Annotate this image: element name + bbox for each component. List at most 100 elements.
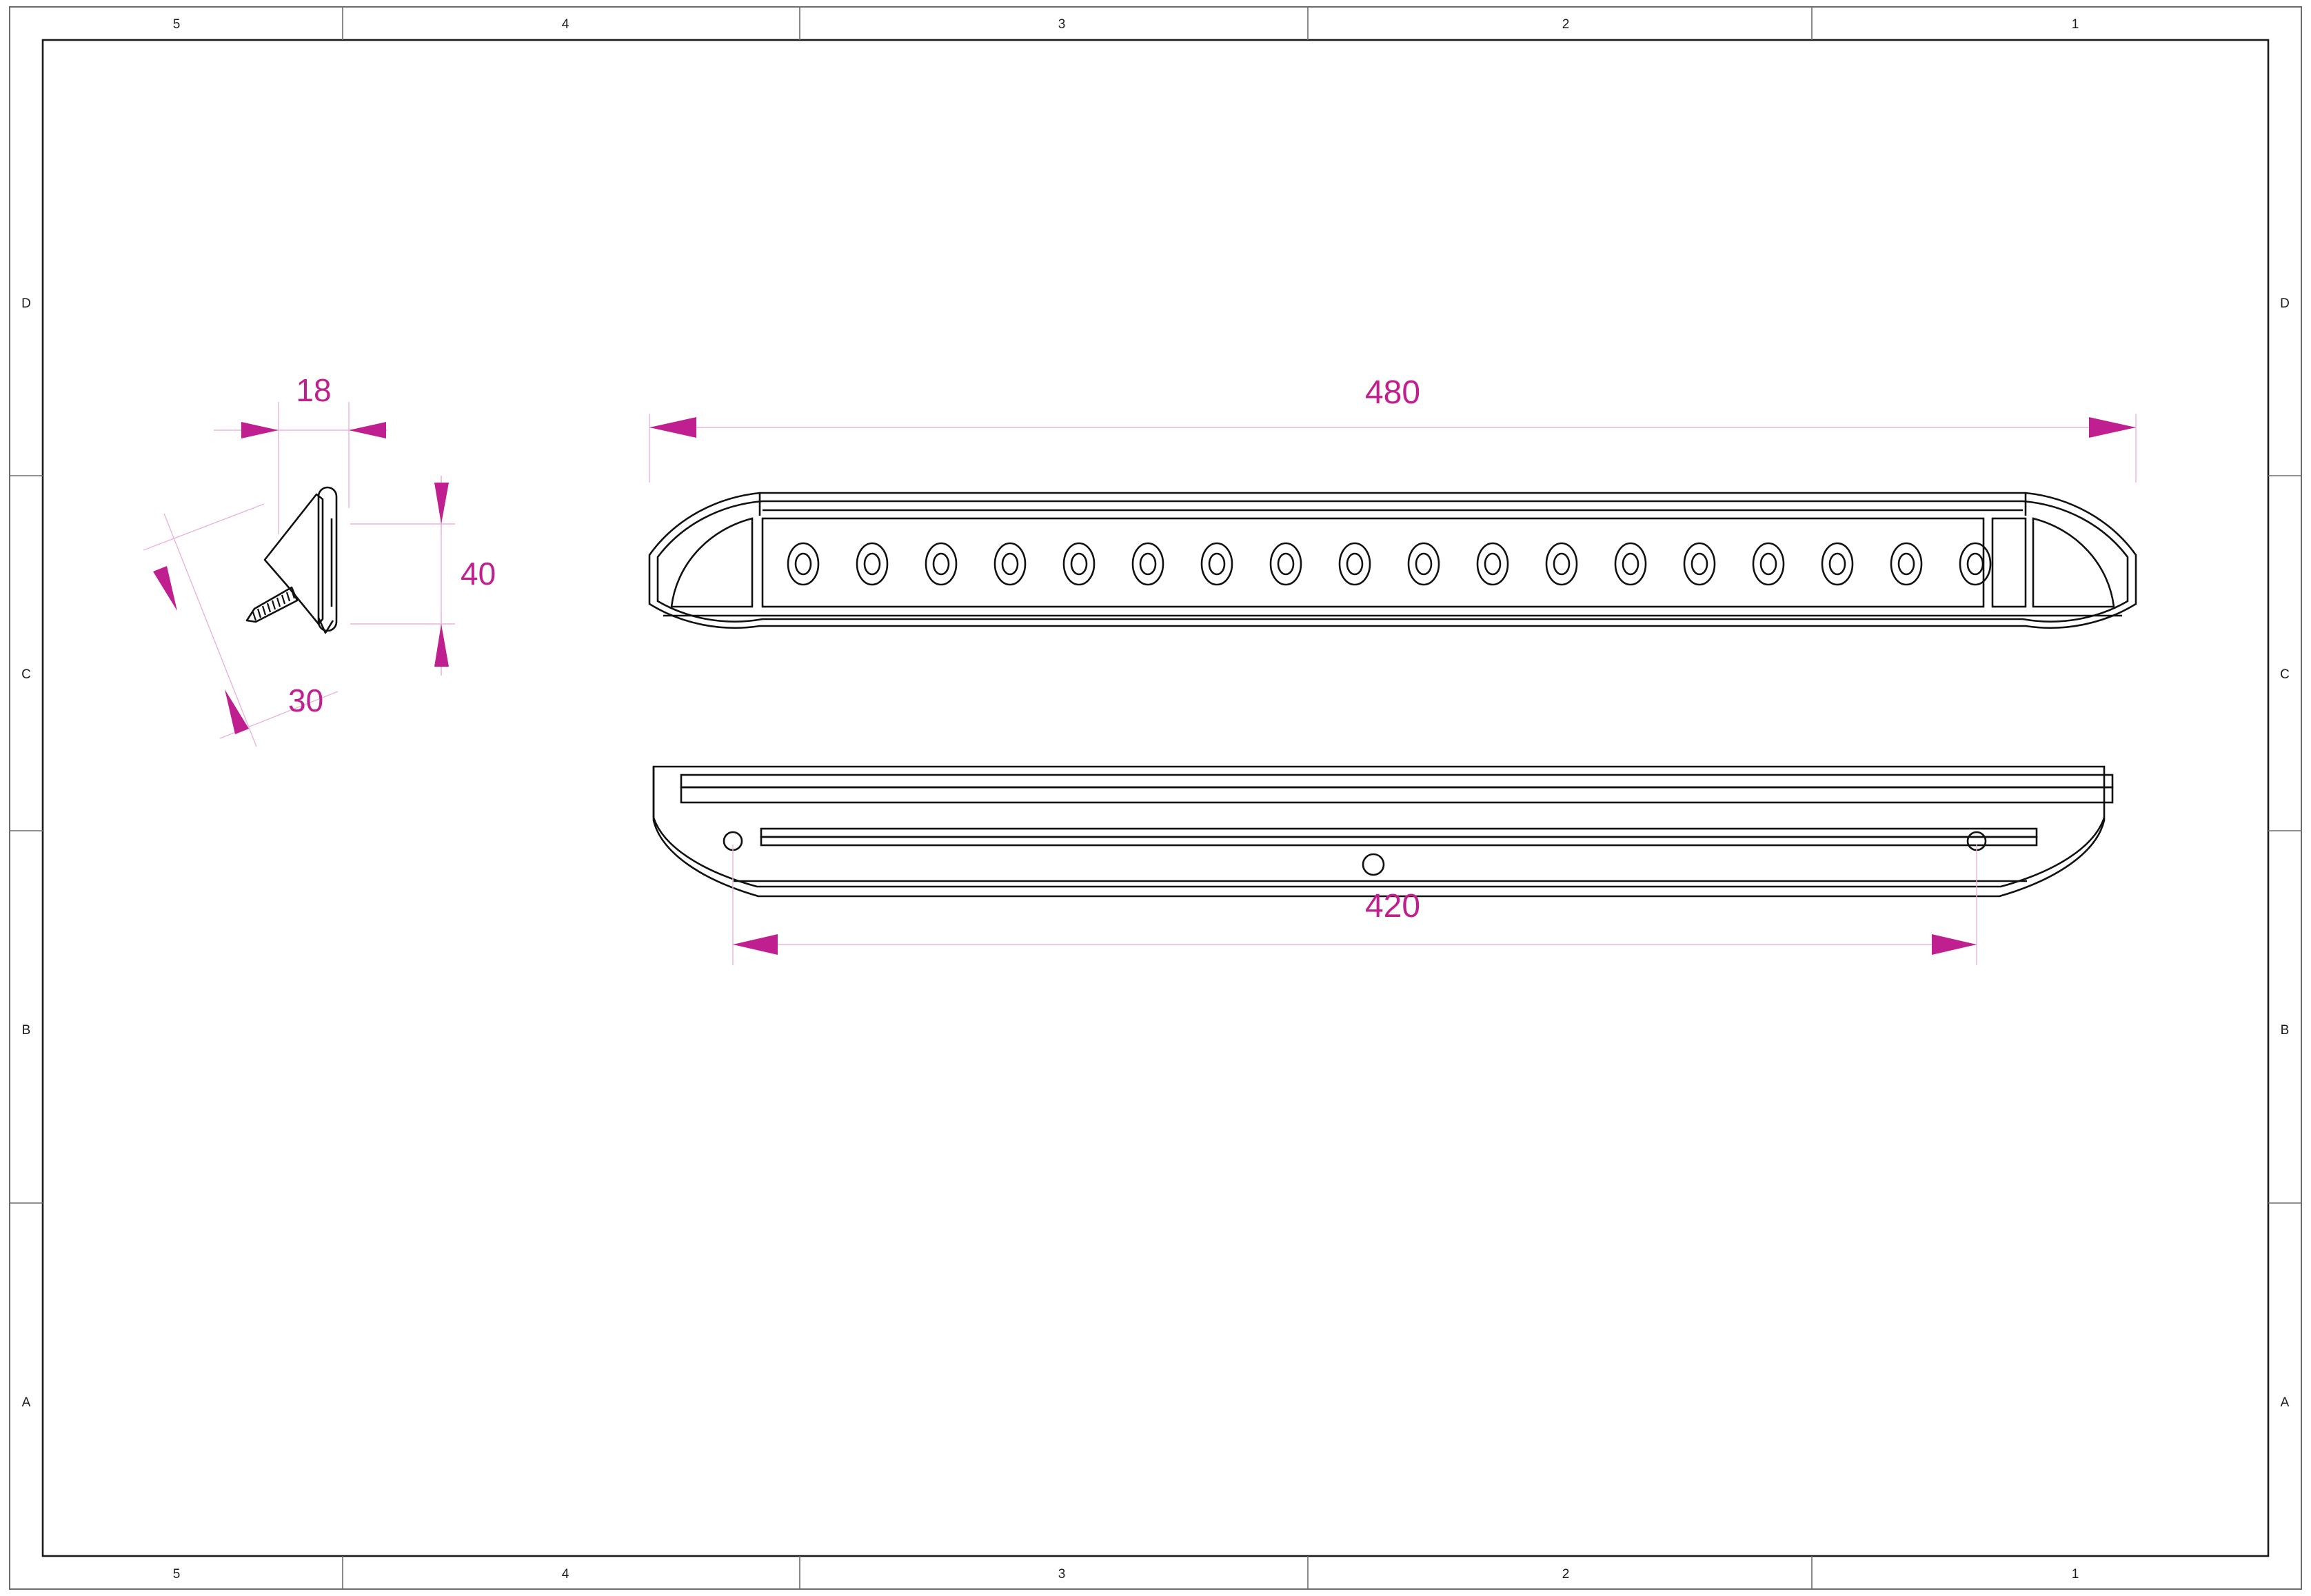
dimension-40-arrow-bottom [434, 624, 449, 667]
side-hole-center [1362, 853, 1385, 876]
frame-row-dividers-left [10, 475, 43, 1204]
zone-label-col-top-3: 3 [1058, 17, 1066, 32]
zone-label-col-bottom-1: 1 [2072, 1567, 2079, 1582]
zone-label-col-top-1: 1 [2072, 17, 2079, 32]
dimension-40-arrow-top [434, 483, 449, 524]
zone-label-row-right-a: A [2281, 1395, 2290, 1410]
louver-hole-outer [1890, 542, 1923, 586]
screw-shank-outline [245, 586, 299, 623]
zone-label-col-bottom-2: 2 [1562, 1567, 1570, 1582]
drawing-frame: 5 4 3 2 1 5 4 3 2 1 D C B A D C B A [9, 6, 2302, 1590]
louver-hole-inner [1897, 552, 1915, 576]
louver-hole-inner [1966, 552, 1984, 576]
dimension-480: 480 [649, 374, 2137, 483]
front-louver-hole-group [787, 542, 1992, 586]
louver-hole-outer [925, 542, 958, 586]
louver-hole-inner [1208, 552, 1226, 576]
frame-outer-rect [9, 6, 2302, 1590]
grille-side-view: 420 [652, 765, 2114, 965]
dimension-420-text: 420 [1365, 888, 1420, 925]
louver-hole-inner [1828, 552, 1846, 576]
dimension-40-text: 40 [461, 556, 496, 592]
frame-inner-rect [41, 39, 2270, 1557]
side-view-geometry [652, 765, 2114, 898]
zone-label-row-right-d: D [2280, 296, 2290, 311]
louver-hole-outer [1545, 542, 1578, 586]
dimension-420-extension-lines [732, 845, 1977, 965]
zone-label-col-top-5: 5 [173, 17, 181, 32]
louver-hole-outer [993, 542, 1027, 586]
side-shell-inner [652, 767, 2106, 888]
dimension-420: 420 [732, 845, 1977, 965]
dimension-30-arrow-upper [153, 566, 177, 611]
dimension-480-extension-lines [649, 414, 2137, 483]
zone-label-row-left-b: B [22, 1023, 31, 1038]
louver-hole-inner [1139, 552, 1157, 576]
zone-label-row-left-a: A [22, 1395, 31, 1410]
dimension-40: 40 [434, 476, 496, 676]
louver-hole-inner [1691, 552, 1708, 576]
louver-hole-inner [794, 552, 812, 576]
dimension-18: 18 [214, 372, 387, 438]
dimension-480-text: 480 [1365, 374, 1420, 411]
louver-hole-inner [932, 552, 950, 576]
dimension-18-arrow-left [241, 422, 279, 438]
dimension-30: 30 [143, 503, 339, 747]
front-shell-outer [648, 492, 2137, 629]
zone-label-row-right-c: C [2280, 667, 2290, 682]
louver-hole-inner [1001, 552, 1019, 576]
front-louver-panel-endcap [1991, 517, 2027, 608]
dimension-480-arrow-right [2089, 417, 2136, 438]
fastener-clip-detail-view: 18 40 30 [143, 372, 496, 747]
clip-geometry [263, 486, 338, 634]
front-left-end-panel [670, 517, 754, 608]
frame-column-dividers-top [342, 7, 1813, 40]
zone-label-row-left-d: D [21, 296, 31, 311]
zone-label-col-top-4: 4 [562, 17, 569, 32]
side-slot-band-b [760, 836, 2038, 847]
louver-hole-outer [856, 542, 889, 586]
louver-hole-outer [1959, 542, 1992, 586]
grille-front-view: 480 [648, 374, 2137, 629]
dimension-18-text: 18 [296, 372, 331, 408]
front-right-end-panel [2032, 517, 2115, 608]
louver-hole-outer [1614, 542, 1647, 586]
louver-hole-inner [1277, 552, 1295, 576]
zone-label-row-left-c: C [21, 667, 31, 682]
louver-hole-outer [1752, 542, 1785, 586]
dimension-30-arrow-lower [225, 689, 249, 734]
louver-hole-outer [1269, 542, 1302, 586]
screw-thread-hatching [252, 589, 296, 621]
clip-screw-shank [245, 586, 299, 623]
louver-hole-outer [1131, 542, 1164, 586]
dimension-18-arrow-right [349, 422, 386, 438]
louver-hole-outer [1407, 542, 1440, 586]
zone-label-col-top-2: 2 [1562, 17, 1570, 32]
louver-hole-inner [863, 552, 881, 576]
zone-label-col-bottom-5: 5 [173, 1567, 181, 1582]
louver-hole-outer [1062, 542, 1096, 586]
dimension-30-text: 30 [288, 683, 323, 718]
clip-tail-tip [317, 617, 334, 634]
louver-hole-inner [1622, 552, 1639, 576]
zone-label-row-right-b: B [2281, 1023, 2290, 1038]
zone-label-col-bottom-3: 3 [1058, 1567, 1066, 1582]
front-shell-inner [656, 500, 2129, 623]
dimension-30-line [163, 513, 257, 747]
dimension-420-arrow-right [1932, 934, 1977, 955]
louver-hole-inner [1415, 552, 1433, 576]
side-upper-band-b [680, 786, 2114, 804]
louver-hole-outer [787, 542, 820, 586]
zone-label-col-bottom-4: 4 [562, 1567, 569, 1582]
louver-hole-inner [1346, 552, 1364, 576]
dimension-420-arrow-left [733, 934, 778, 955]
louver-hole-inner [1759, 552, 1777, 576]
clip-flange-bar [317, 486, 338, 632]
side-shell-outer [652, 765, 2106, 898]
dimension-480-arrow-left [649, 417, 696, 438]
louver-hole-outer [1200, 542, 1233, 586]
louver-hole-outer [1821, 542, 1854, 586]
louver-hole-inner [1553, 552, 1571, 576]
